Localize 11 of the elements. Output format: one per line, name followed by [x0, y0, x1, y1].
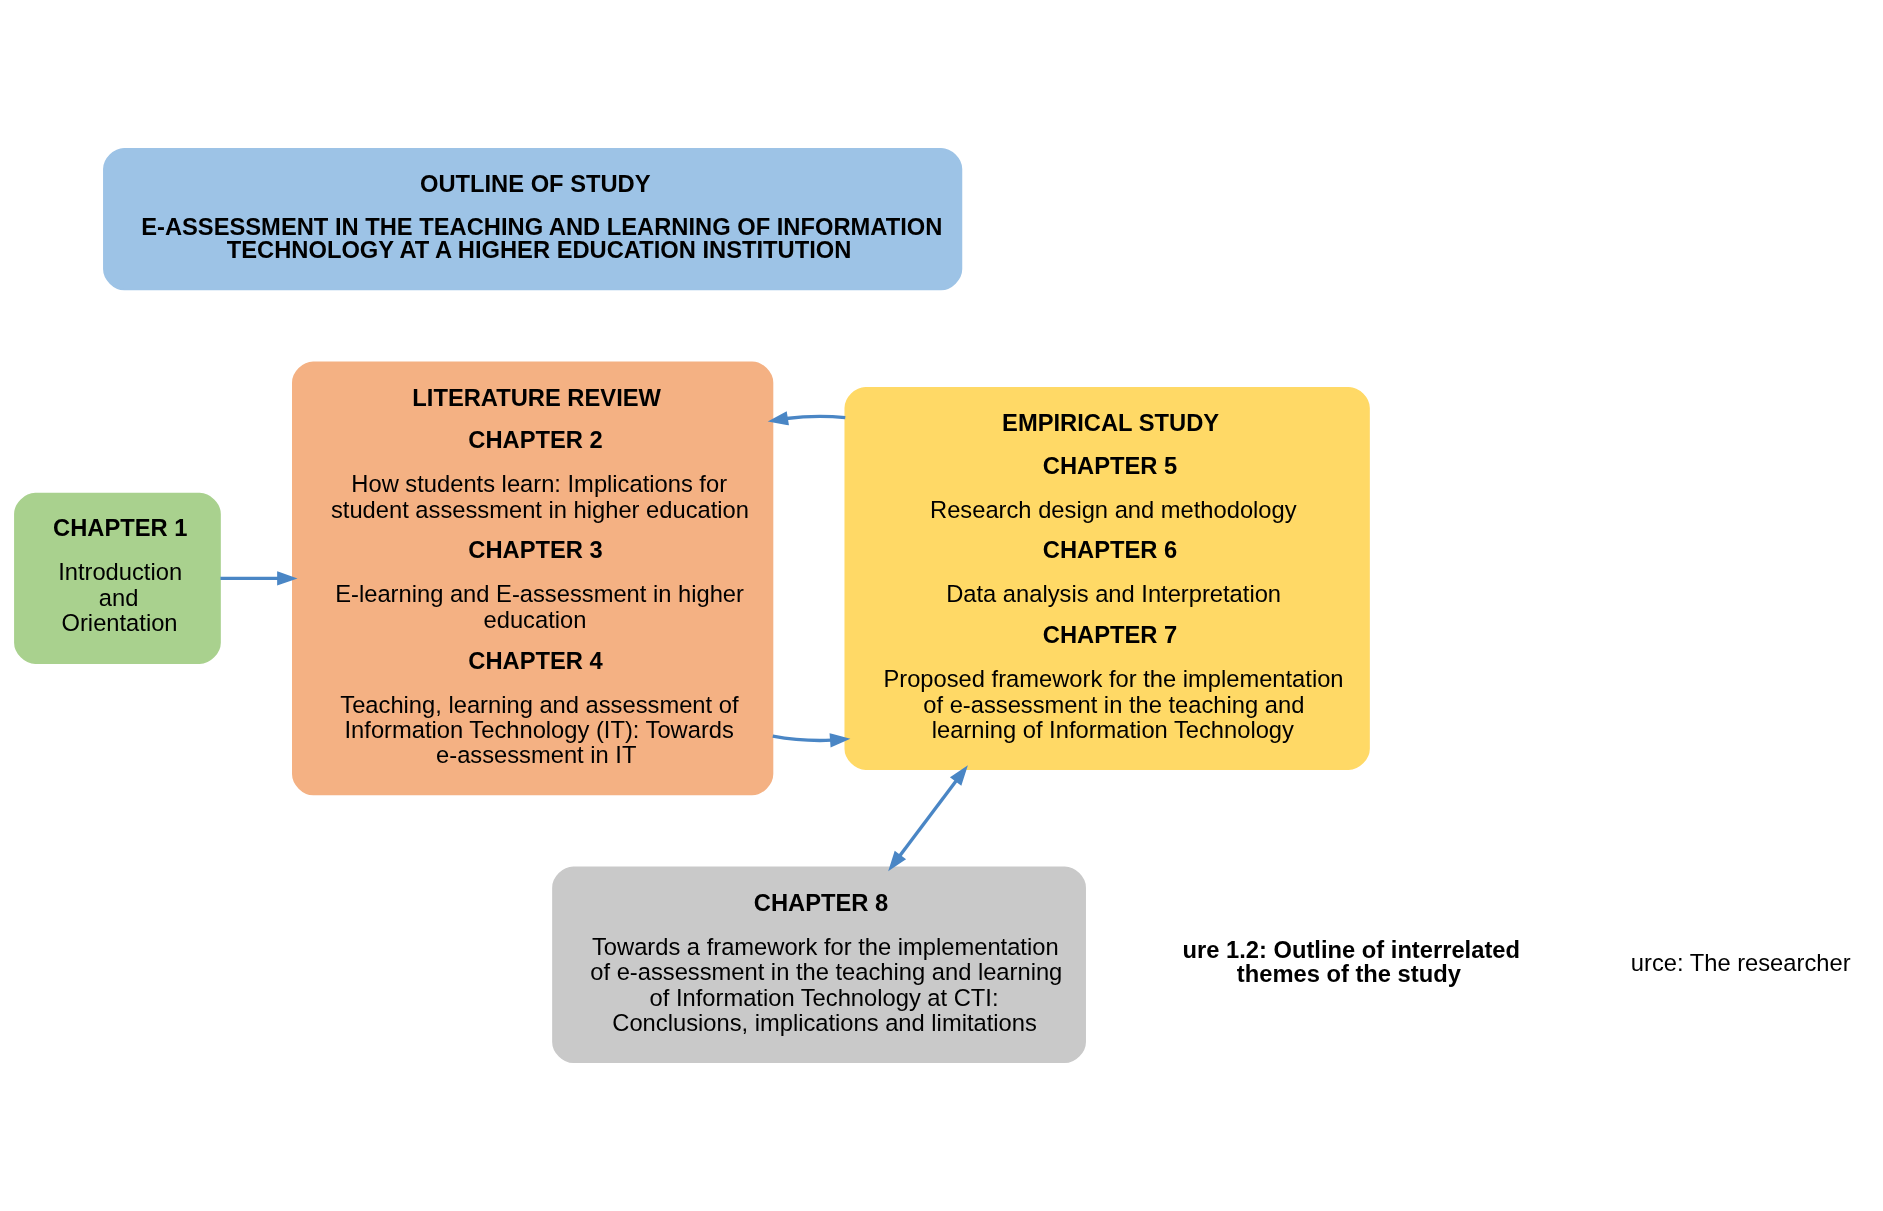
arrow: [767, 411, 846, 426]
arrow: [888, 765, 968, 872]
node-box: CHAPTER 8 Towards a framework for the implementation of e-assessment in the teaching and learning of Information Technology at CTI: Conclusions, implications and limitations: [552, 866, 1086, 1064]
node-box: LITERATURE REVIEW CHAPTER 2 How students learn: Implications for student assessment in higher education CHAPTER 3 E-learning and E-assessment in higher education CHAPTER 4 Teaching, learning and assessment of Information Technology (IT): Towards e-assessment in IT: [292, 361, 774, 796]
node-box: OUTLINE OF STUDY E-ASSESSMENT IN THE TEACHING AND LEARNING OF INFORMATION TECHNOLOGY AT A HIGHER EDUCATION INSTITUTION: [103, 147, 963, 291]
arrow: [220, 571, 298, 586]
label: ure 1.2: Outline of interrelated themes of the study: [1182, 937, 1520, 988]
node-box: CHAPTER 1 Introduction and Orientation: [14, 492, 221, 664]
node-box: EMPIRICAL STUDY CHAPTER 5 Research design and methodology CHAPTER 6 Data analysis and Interpretation CHAPTER 7 Proposed framework for the implementation of e-assessment in the teaching and learning of Information Technology: [844, 386, 1370, 770]
arrow: [772, 733, 851, 748]
label: urce: The researcher: [1630, 950, 1851, 977]
